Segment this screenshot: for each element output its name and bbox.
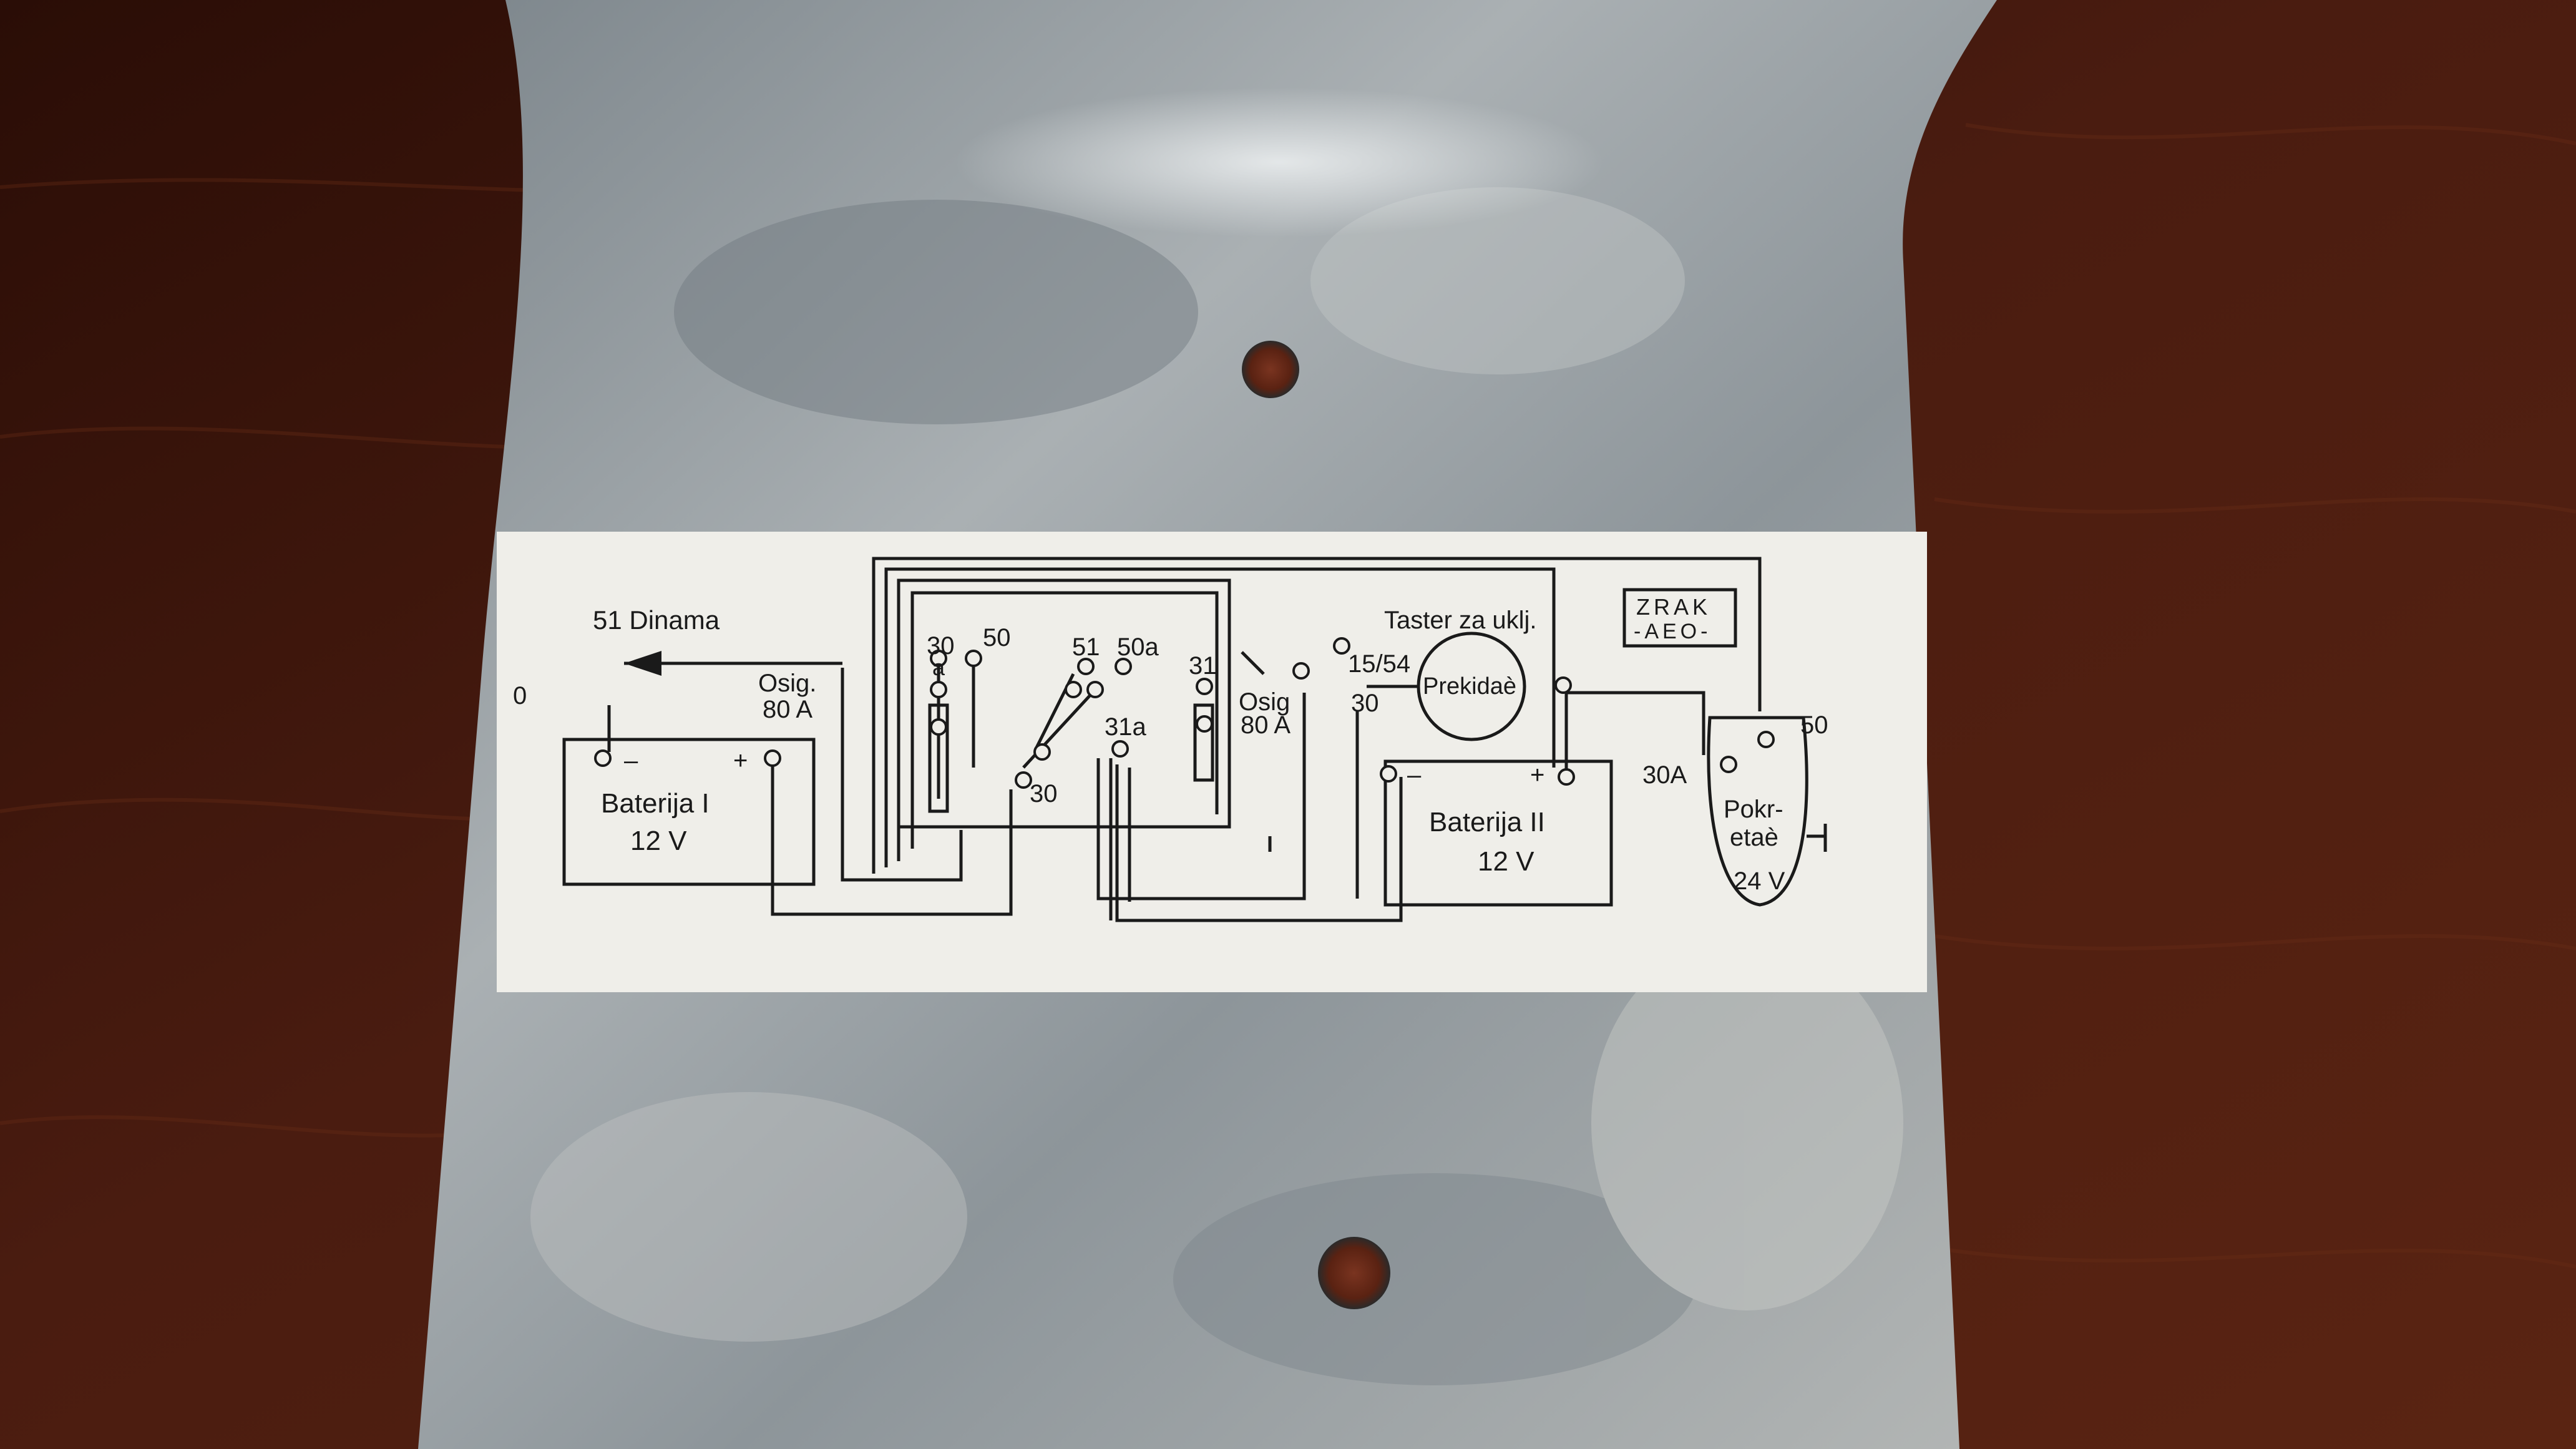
mounting-hole-bottom [1318,1237,1390,1309]
diagram-wiring [562,557,1827,922]
label-osig2-b: 80 A [1241,711,1290,739]
label-zrak: ZRAK [1636,594,1711,620]
label-terminal-a: a [932,655,945,680]
wood-grain [0,123,2576,1269]
label-terminal-30c: 30 [1351,690,1379,717]
label-bat2-name: Baterija II [1429,807,1545,837]
diagram-terminals [594,637,1775,789]
label-taster: Taster za uklj. [1384,607,1537,634]
label-pokr-1: Pokr- [1724,796,1783,823]
label-terminal-50d: 50 [1800,711,1828,739]
label-bat1-plus: + [733,747,748,774]
label-30A: 30A [1642,761,1687,789]
label-osig2-a: Osig [1239,688,1290,716]
wiring-diagram-label: 51 Dinama Osig. 80 A 30 a 50 51 50a 31 3… [497,532,1927,992]
label-bat2-minus: – [1407,761,1422,789]
mounting-hole-top [1242,341,1299,398]
label-bat1-voltage: 12 V [630,826,687,856]
label-terminal-50: 50 [983,624,1011,651]
label-edge-fragment: 0 [513,682,527,710]
label-bat1-name: Baterija I [601,788,710,819]
metal-mottling [530,187,1903,1385]
label-osig1-b: 80 A [763,696,812,723]
label-dinama: 51 Dinama [593,605,720,635]
metal-glare [955,87,1604,237]
zrak-badge: ZRAK -AEO- [1622,588,1737,648]
label-terminal-51: 51 [1072,633,1100,661]
label-prekidac: Prekidaè [1423,673,1516,700]
label-bat2-plus: + [1530,761,1544,789]
label-terminal-15-54: 15/54 [1348,650,1410,678]
label-osig1-a: Osig. [758,670,816,697]
label-terminal-50a: 50a [1117,633,1159,661]
label-aeo: -AEO- [1634,620,1711,643]
label-terminal-31a: 31a [1105,713,1146,741]
label-terminal-30b: 30 [1030,780,1058,807]
label-bat2-voltage: 12 V [1478,846,1534,877]
label-pokr-3: 24 V [1734,867,1785,895]
label-terminal-30: 30 [927,632,955,660]
label-pokr-2: etaè [1730,824,1778,851]
label-terminal-31: 31 [1189,652,1217,680]
label-bat1-minus: – [624,747,638,774]
